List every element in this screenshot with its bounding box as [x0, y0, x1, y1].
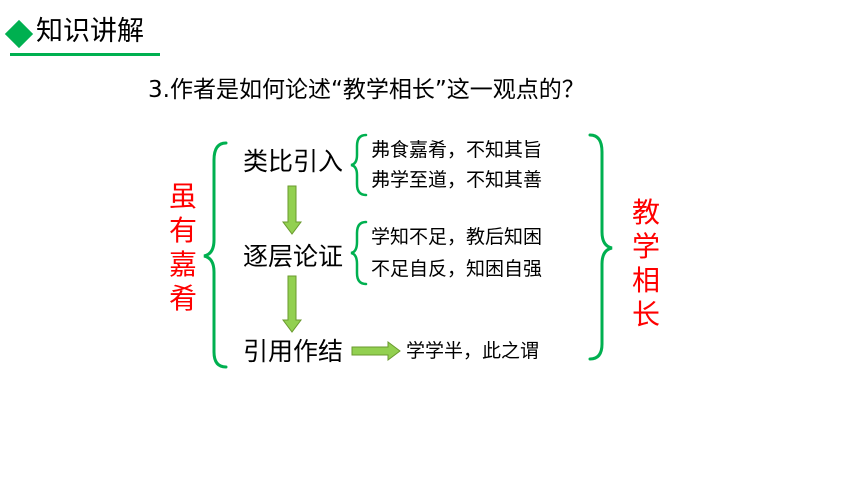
small-brace-1 — [350, 133, 368, 197]
step-quote-conclusion: 引用作结 — [243, 337, 344, 366]
question-text: 3.作者是如何论述“教学相长”这一观点的？ — [148, 77, 585, 103]
quote-line: 弗食嘉肴，不知其旨 — [371, 139, 543, 161]
quote-line: 弗学至道，不知其善 — [371, 169, 543, 191]
small-brace-2 — [350, 220, 368, 286]
step-analogy-intro: 类比引入 — [243, 147, 344, 176]
left-label-char: 有 — [168, 214, 197, 247]
title-underline — [10, 53, 160, 56]
right-label-char: 相 — [631, 264, 660, 297]
left-big-brace — [203, 141, 228, 369]
step-layered-argument: 逐层论证 — [243, 242, 344, 271]
right-label-char: 长 — [631, 298, 660, 331]
left-label-char: 肴 — [168, 282, 197, 315]
right-vertical-label: 教 学 相 长 — [629, 196, 663, 332]
right-label-char: 教 — [631, 196, 660, 229]
down-arrow-1 — [282, 185, 302, 235]
quote-line: 不足自反，知困自强 — [371, 258, 543, 280]
quote-line: 学知不足，教后知困 — [371, 226, 543, 248]
right-big-brace — [588, 133, 613, 361]
right-label-char: 学 — [631, 230, 660, 263]
right-arrow — [351, 341, 401, 361]
down-arrow-2 — [282, 275, 302, 333]
left-label-char: 嘉 — [168, 248, 197, 281]
section-title: 知识讲解 — [36, 16, 144, 47]
quote-line: 学学半，此之谓 — [406, 340, 540, 362]
left-label-char: 虽 — [168, 180, 197, 213]
left-vertical-label: 虽 有 嘉 肴 — [166, 180, 200, 316]
